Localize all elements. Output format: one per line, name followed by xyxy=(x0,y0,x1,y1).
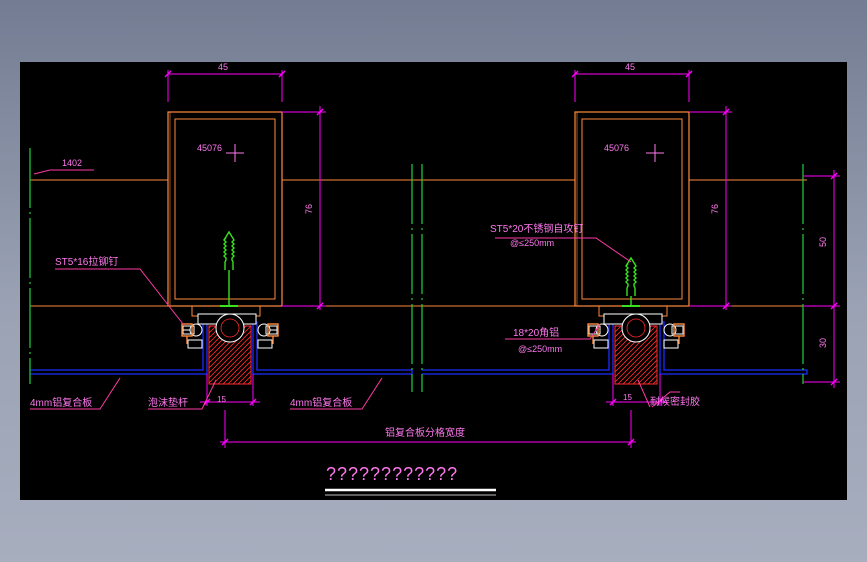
profile-label: 1402 xyxy=(62,158,82,168)
screw-spacing-label: @≤250mm xyxy=(510,238,554,248)
panel-label-left: 4mm铝复合板 xyxy=(30,396,92,409)
screw-label: ST5*20不锈钢自攻钉 xyxy=(490,222,583,235)
foam-rod-label: 泡沫垫杆 xyxy=(148,396,188,409)
dim-gap-left: 15 xyxy=(217,395,226,404)
rivet-label: ST5*16拉铆钉 xyxy=(55,255,118,268)
gasket-circle-left xyxy=(215,313,245,343)
dim-top-width-left: 45 xyxy=(218,62,228,72)
drawing-title: ???????????? xyxy=(326,464,458,484)
axis-lines xyxy=(29,148,804,392)
tube-label-left: 45076 xyxy=(197,143,222,153)
gasket-circle-right xyxy=(621,313,651,343)
dim-top-width-right: 45 xyxy=(625,62,635,72)
annotation-text: 45 45 76 76 50 30 15 15 铝复合板分格宽度 45076 4… xyxy=(30,62,828,439)
rivet-hardware-right xyxy=(587,323,685,344)
dim-panel-span: 铝复合板分格宽度 xyxy=(385,426,465,439)
angle-label: 18*20角铝 xyxy=(513,327,559,339)
leader-lines xyxy=(30,169,680,410)
panel-label-mid: 4mm铝复合板 xyxy=(290,396,352,409)
tube-label-right: 45076 xyxy=(604,143,629,153)
tube-centre-mark xyxy=(226,144,244,162)
curtain-wall-section-diagram: 45 45 76 76 50 30 15 15 铝复合板分格宽度 45076 4… xyxy=(29,62,840,496)
aluminium-composite-panels xyxy=(30,321,808,375)
transom-lines xyxy=(30,179,807,307)
mullion-right xyxy=(574,111,690,385)
dimension-ticks xyxy=(164,70,838,446)
tube-centre-mark xyxy=(646,144,664,162)
angle-spacing-label: @≤250mm xyxy=(518,344,562,354)
cad-drawing-canvas[interactable]: 45 45 76 76 50 30 15 15 铝复合板分格宽度 45076 4… xyxy=(20,62,847,500)
rivet-hardware-left xyxy=(181,323,279,344)
dim-height-right: 76 xyxy=(710,204,720,214)
self-tapping-screw-left xyxy=(220,230,238,307)
dim-gap-right: 15 xyxy=(623,393,632,402)
dim-height-left: 76 xyxy=(304,204,314,214)
dimension-lines xyxy=(167,70,840,448)
sealant-label: 耐候密封胶 xyxy=(650,395,700,408)
dim-right-upper: 50 xyxy=(818,237,828,247)
mullion-left xyxy=(167,111,283,385)
dim-right-lower: 30 xyxy=(818,338,828,348)
self-tapping-screw-right xyxy=(622,256,640,307)
